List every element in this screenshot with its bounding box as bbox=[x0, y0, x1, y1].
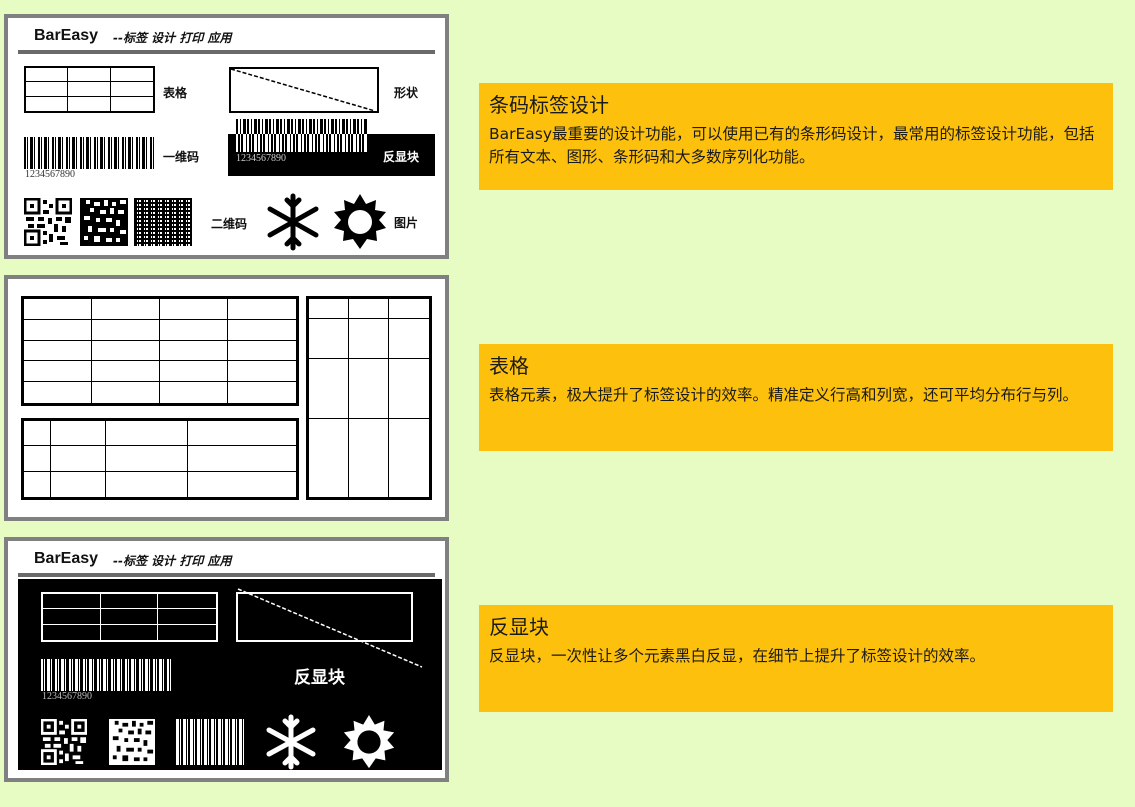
barcode-1d-icon bbox=[24, 137, 156, 169]
info-box-tables: 表格 表格元素，极大提升了标签设计的效率。精准定义行高和列宽，还可平均分布行与列… bbox=[479, 344, 1113, 451]
label-shape: 形状 bbox=[394, 86, 419, 100]
info-body: 表格元素，极大提升了标签设计的效率。精准定义行高和列宽，还可平均分布行与列。 bbox=[489, 386, 1079, 404]
info-body: 反显块，一次性让多个元素黑白反显，在细节上提升了标签设计的效率。 bbox=[489, 647, 986, 665]
sun-inverse-icon bbox=[343, 714, 395, 769]
label-header: BarEasy --标签 设计 打印 应用 bbox=[18, 541, 435, 577]
inverse-block: 1234567890 反显块 bbox=[228, 134, 435, 176]
info-title: 反显块 bbox=[489, 615, 549, 639]
inverse-block-full: 1234567890 反显块 bbox=[18, 579, 442, 770]
barcode-number: 1234567890 bbox=[25, 169, 75, 180]
inverse-barcode-number: 1234567890 bbox=[236, 153, 286, 164]
qr-code-icon bbox=[24, 198, 72, 246]
barcode-1d-inverse-icon bbox=[41, 659, 172, 691]
table-sample-uneven bbox=[21, 418, 299, 500]
label-barcode-1d: 一维码 bbox=[163, 150, 200, 164]
table-sample bbox=[24, 66, 155, 113]
pdf417-icon bbox=[134, 198, 192, 246]
table-sample-vertical bbox=[306, 296, 432, 500]
info-title: 表格 bbox=[489, 354, 529, 378]
brand-tagline: --标签 设计 打印 应用 bbox=[113, 554, 232, 568]
label-barcode-2d: 二维码 bbox=[211, 217, 248, 231]
sun-icon bbox=[334, 194, 386, 249]
inverse-barcode-top-icon bbox=[236, 119, 368, 135]
snowflake-icon bbox=[267, 193, 319, 251]
info-title: 条码标签设计 bbox=[489, 93, 609, 117]
shape-sample-inverse bbox=[236, 592, 413, 642]
info-body: BarEasy最重要的设计功能，可以使用已有的条形码设计，最常用的标签设计功能，… bbox=[489, 125, 1095, 166]
dashed-line-icon bbox=[230, 68, 376, 112]
brand-tagline: --标签 设计 打印 应用 bbox=[113, 31, 232, 45]
info-box-barcode-design: 条码标签设计 BarEasy最重要的设计功能，可以使用已有的条形码设计，最常用的… bbox=[479, 83, 1113, 190]
label-table: 表格 bbox=[163, 86, 188, 100]
shape-sample bbox=[229, 67, 379, 113]
inverse-barcode-icon bbox=[236, 134, 368, 152]
feature-image-tables bbox=[4, 275, 449, 521]
table-sample-large bbox=[21, 296, 299, 406]
feature-image-barcode-design: BarEasy --标签 设计 打印 应用 表格 形状 1234567890 一… bbox=[4, 14, 449, 259]
snowflake-inverse-icon bbox=[266, 714, 316, 770]
brand-name: BarEasy bbox=[34, 550, 99, 567]
barcode-number: 1234567890 bbox=[42, 691, 92, 702]
datamatrix-icon bbox=[80, 198, 128, 246]
feature-image-inverse-block: BarEasy --标签 设计 打印 应用 1234567890 反显块 bbox=[4, 537, 449, 782]
label-inverse: 反显块 bbox=[294, 668, 345, 688]
table-sample-inverse bbox=[41, 592, 218, 642]
qr-code-inverse-icon bbox=[41, 719, 87, 765]
brand-name: BarEasy bbox=[34, 27, 99, 44]
label-header: BarEasy --标签 设计 打印 应用 bbox=[18, 18, 435, 54]
info-box-inverse-block: 反显块 反显块，一次性让多个元素黑白反显，在细节上提升了标签设计的效率。 bbox=[479, 605, 1113, 712]
label-inverse: 反显块 bbox=[383, 150, 420, 164]
datamatrix-inverse-icon bbox=[109, 719, 155, 765]
dashed-line-icon bbox=[237, 588, 423, 668]
label-image: 图片 bbox=[394, 216, 419, 230]
pdf417-inverse-icon bbox=[176, 719, 246, 765]
